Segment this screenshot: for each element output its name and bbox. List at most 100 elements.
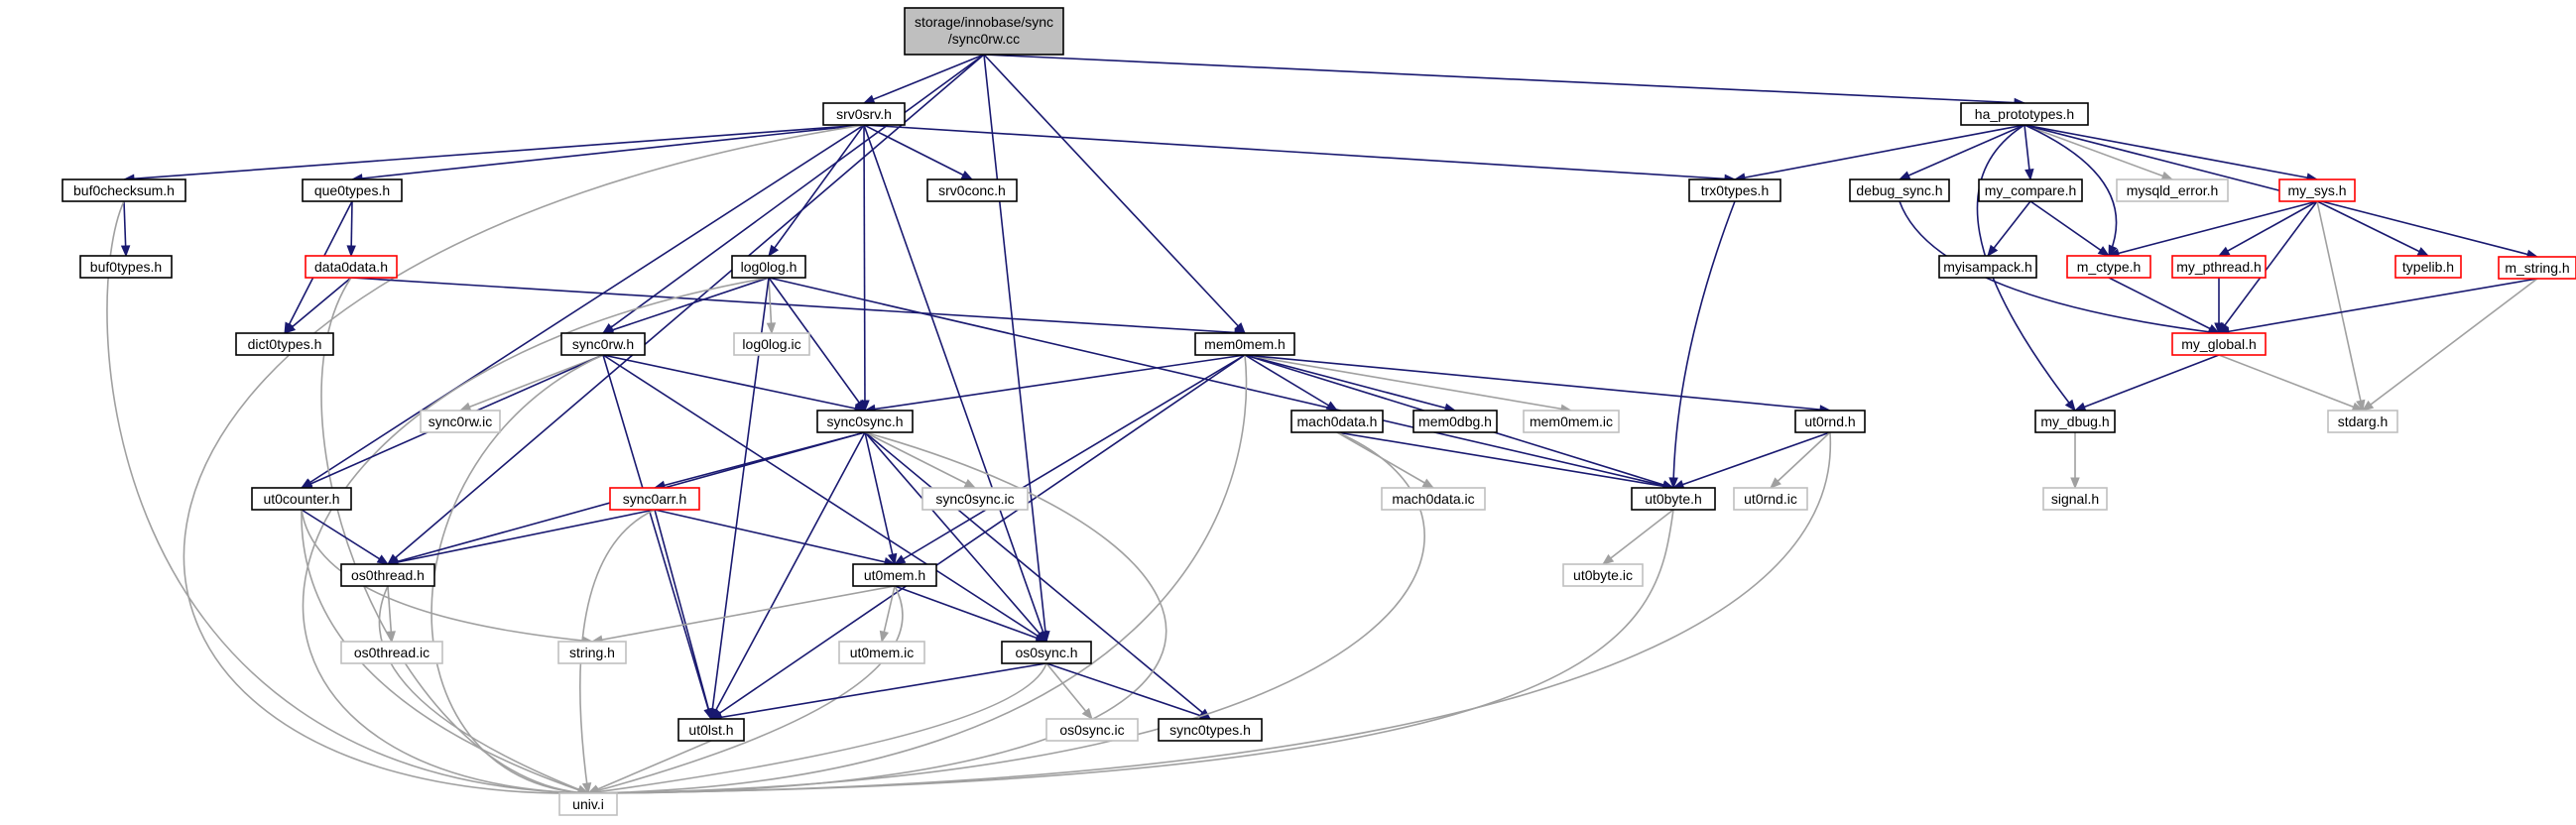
node-my-compare[interactable]: my_compare.h xyxy=(1978,178,2083,202)
node-box xyxy=(926,178,1018,202)
node-buf0checksum[interactable]: buf0checksum.h xyxy=(61,178,186,202)
node-data0data[interactable]: data0data.h xyxy=(305,255,398,279)
node-m-string[interactable]: m_string.h xyxy=(2498,256,2576,280)
node-box xyxy=(1978,178,2083,202)
node-srv0srv[interactable]: srv0srv.h xyxy=(822,102,906,126)
node-label: my_sys.h xyxy=(2287,182,2346,198)
edge-ut0counter-to-string xyxy=(301,509,593,643)
node-box xyxy=(1849,178,1950,202)
node-label: my_dbug.h xyxy=(2040,413,2109,429)
arrowhead-srv0srv-to-log0log xyxy=(768,244,780,258)
edge-mem0mem-to-univ xyxy=(587,354,1248,794)
edge-srv0srv-to-buf0checksum xyxy=(123,124,865,180)
node-box xyxy=(1381,487,1486,511)
node-sync0rw-ic[interactable]: sync0rw.ic xyxy=(420,410,501,433)
node-box xyxy=(1960,102,2089,126)
node-os0sync[interactable]: os0sync.h xyxy=(1001,641,1092,664)
edge-mem0mem-to-ut0lst xyxy=(710,354,1246,720)
node-signal[interactable]: signal.h xyxy=(2042,487,2108,511)
node-ut0byte-ic[interactable]: ut0byte.ic xyxy=(1562,563,1644,587)
edge-ut0rnd-to-ut0byte xyxy=(1672,431,1831,489)
arrowhead-ut0counter-to-os0thread xyxy=(376,554,390,565)
node-my-global[interactable]: my_global.h xyxy=(2171,332,2267,356)
node-ha-prototypes[interactable]: ha_prototypes.h xyxy=(1960,102,2089,126)
node-label: ut0mem.h xyxy=(864,567,925,583)
node-m-ctype[interactable]: m_ctype.h xyxy=(2066,255,2151,279)
node-mem0mem-ic[interactable]: mem0mem.ic xyxy=(1523,410,1620,433)
node-ut0counter[interactable]: ut0counter.h xyxy=(251,487,352,511)
node-box xyxy=(1412,410,1498,433)
arrowhead-mem0mem-to-ut0mem xyxy=(893,554,907,565)
node-log0log[interactable]: log0log.h xyxy=(731,255,806,279)
edge-ut0mem-to-univ xyxy=(587,585,904,794)
node-sync0arr[interactable]: sync0arr.h xyxy=(609,487,700,511)
node-label: mach0data.ic xyxy=(1392,491,1474,507)
edge-ut0rnd-to-univ xyxy=(587,431,1832,794)
node-box xyxy=(557,641,627,664)
node-ut0rnd-ic[interactable]: ut0rnd.ic xyxy=(1733,487,1808,511)
node-string[interactable]: string.h xyxy=(557,641,627,664)
node-mach0data-ic[interactable]: mach0data.ic xyxy=(1381,487,1486,511)
node-my-sys[interactable]: my_sys.h xyxy=(2278,178,2356,202)
node-mach0data[interactable]: mach0data.h xyxy=(1290,410,1384,433)
arrowhead-os0thread-to-os0thread_ic xyxy=(386,631,396,644)
node-myisampack[interactable]: myisampack.h xyxy=(1938,255,2037,279)
node-label: os0sync.h xyxy=(1015,645,1077,660)
node-label: typelib.h xyxy=(2402,259,2454,275)
node-trx0types[interactable]: trx0types.h xyxy=(1688,178,1781,202)
edge-os0sync-to-univ xyxy=(587,662,1047,794)
edge-srv0srv-to-que0types xyxy=(351,124,865,180)
node-ut0mem[interactable]: ut0mem.h xyxy=(852,563,937,587)
edge-ut0mem-to-os0sync xyxy=(894,585,1047,643)
node-label: stdarg.h xyxy=(2338,413,2389,429)
edge-srv0srv-to-ut0counter xyxy=(301,124,865,489)
node-label: m_string.h xyxy=(2505,260,2569,276)
node-sync0sync-ic[interactable]: sync0sync.ic xyxy=(921,487,1029,511)
node-box xyxy=(235,332,334,356)
node-label: data0data.h xyxy=(314,259,388,275)
edge-log0log-to-sync0rw xyxy=(602,277,770,334)
edge-sync0sync-to-ut0mem xyxy=(864,431,896,565)
edge-mem0mem-to-ut0rnd xyxy=(1244,354,1831,412)
node-sync0sync[interactable]: sync0sync.h xyxy=(816,410,914,433)
node-sync0types[interactable]: sync0types.h xyxy=(1158,718,1263,742)
node-typelib[interactable]: typelib.h xyxy=(2394,255,2462,279)
edge-ut0counter-to-univ xyxy=(301,509,589,794)
node-que0types[interactable]: que0types.h xyxy=(302,178,403,202)
edge-ut0counter-to-os0thread xyxy=(301,509,389,565)
edge-ha_prototypes-to-debug_sync xyxy=(1899,124,2025,180)
node-ut0byte[interactable]: ut0byte.h xyxy=(1631,487,1716,511)
node-os0thread-ic[interactable]: os0thread.ic xyxy=(340,641,443,664)
node-mem0dbg[interactable]: mem0dbg.h xyxy=(1412,410,1498,433)
node-my-pthread[interactable]: my_pthread.h xyxy=(2171,255,2267,279)
node-label: signal.h xyxy=(2051,491,2099,507)
edge-sync0rw-to-sync0rw_ic xyxy=(459,354,604,412)
node-label: ut0byte.h xyxy=(1645,491,1702,507)
root-label-line1: storage/innobase/sync xyxy=(915,14,1053,30)
node-buf0types[interactable]: buf0types.h xyxy=(79,255,173,279)
root-label-line2: /sync0rw.cc xyxy=(948,31,1020,47)
node-srv0conc[interactable]: srv0conc.h xyxy=(926,178,1018,202)
node-log0log-ic[interactable]: log0log.ic xyxy=(733,332,810,356)
node-ut0lst[interactable]: ut0lst.h xyxy=(677,718,745,742)
node-dict0types[interactable]: dict0types.h xyxy=(235,332,334,356)
node-mysqld-error[interactable]: mysqld_error.h xyxy=(2116,178,2229,202)
node-ut0rnd[interactable]: ut0rnd.h xyxy=(1794,410,1866,433)
edge-data0data-to-dict0types xyxy=(284,277,352,334)
node-root[interactable]: storage/innobase/sync/sync0rw.cc xyxy=(904,7,1064,56)
node-ut0mem-ic[interactable]: ut0mem.ic xyxy=(838,641,925,664)
arrowhead-mach0data-to-mach0data_ic xyxy=(1421,478,1435,489)
node-box xyxy=(609,487,700,511)
node-stdarg[interactable]: stdarg.h xyxy=(2327,410,2398,433)
node-box xyxy=(2042,487,2108,511)
node-sync0rw[interactable]: sync0rw.h xyxy=(560,332,646,356)
node-label: os0sync.ic xyxy=(1059,722,1124,738)
node-debug-sync[interactable]: debug_sync.h xyxy=(1849,178,1950,202)
node-mem0mem[interactable]: mem0mem.h xyxy=(1194,332,1295,356)
node-box xyxy=(61,178,186,202)
node-os0sync-ic[interactable]: os0sync.ic xyxy=(1045,718,1139,742)
node-my-dbug[interactable]: my_dbug.h xyxy=(2034,410,2116,433)
node-univ[interactable]: univ.i xyxy=(558,792,618,816)
node-os0thread[interactable]: os0thread.h xyxy=(340,563,435,587)
